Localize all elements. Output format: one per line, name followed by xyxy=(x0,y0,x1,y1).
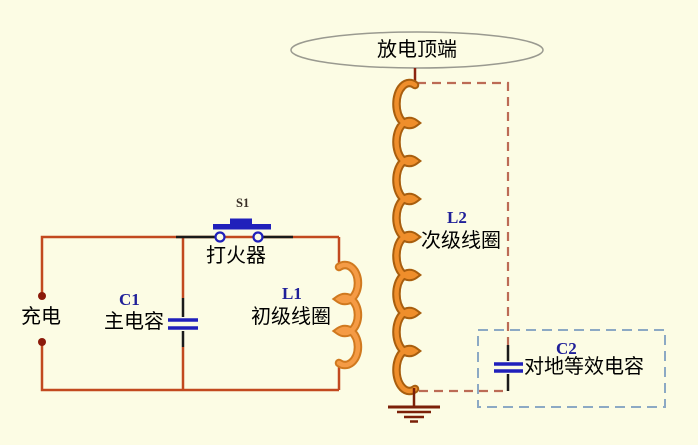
equivalent-capacitor-label: 对地等效电容 xyxy=(524,356,644,378)
charge-terminal-dot-top xyxy=(38,292,46,300)
main-capacitor-ref: C1 xyxy=(119,290,140,309)
primary-coil-ref: L1 xyxy=(282,284,302,303)
charge-terminal-dot-bottom xyxy=(38,338,46,346)
equivalent-capacitance-box xyxy=(477,329,666,408)
switch-bar xyxy=(213,224,271,230)
secondary-coil-symbol xyxy=(392,78,423,396)
main-capacitor-label: 主电容 xyxy=(104,311,164,333)
primary-coil-outline xyxy=(331,260,363,370)
secondary-coil-label: 次级线圈 xyxy=(421,230,501,252)
secondary-coil-winding xyxy=(394,80,419,394)
spark-gap-switch xyxy=(213,218,271,243)
equivalent-capacitor-symbol xyxy=(494,362,523,373)
charge-terminal-dots xyxy=(38,292,46,346)
switch-contact-right xyxy=(252,231,264,243)
spark-gap-label: 打火器 xyxy=(206,245,266,267)
equivalent-capacitor-ref: C2 xyxy=(556,339,577,358)
discharge-terminal-label: 放电顶端 xyxy=(377,39,457,61)
primary-coil-symbol xyxy=(331,260,363,370)
primary-loop-wire xyxy=(40,235,341,392)
charge-label: 充电 xyxy=(21,306,61,328)
secondary-coil-ref: L2 xyxy=(447,208,467,227)
ground-icon xyxy=(388,388,440,423)
discharge-terminal-ellipse xyxy=(290,31,544,69)
main-capacitor-symbol xyxy=(168,318,198,330)
switch-button xyxy=(230,218,252,225)
equivalent-circuit-dashed-wire-top xyxy=(417,81,510,345)
spark-gap-ref: S1 xyxy=(236,196,250,210)
switch-contact-left xyxy=(214,231,226,243)
primary-coil-winding xyxy=(335,262,361,368)
primary-coil-label: 初级线圈 xyxy=(251,306,331,328)
